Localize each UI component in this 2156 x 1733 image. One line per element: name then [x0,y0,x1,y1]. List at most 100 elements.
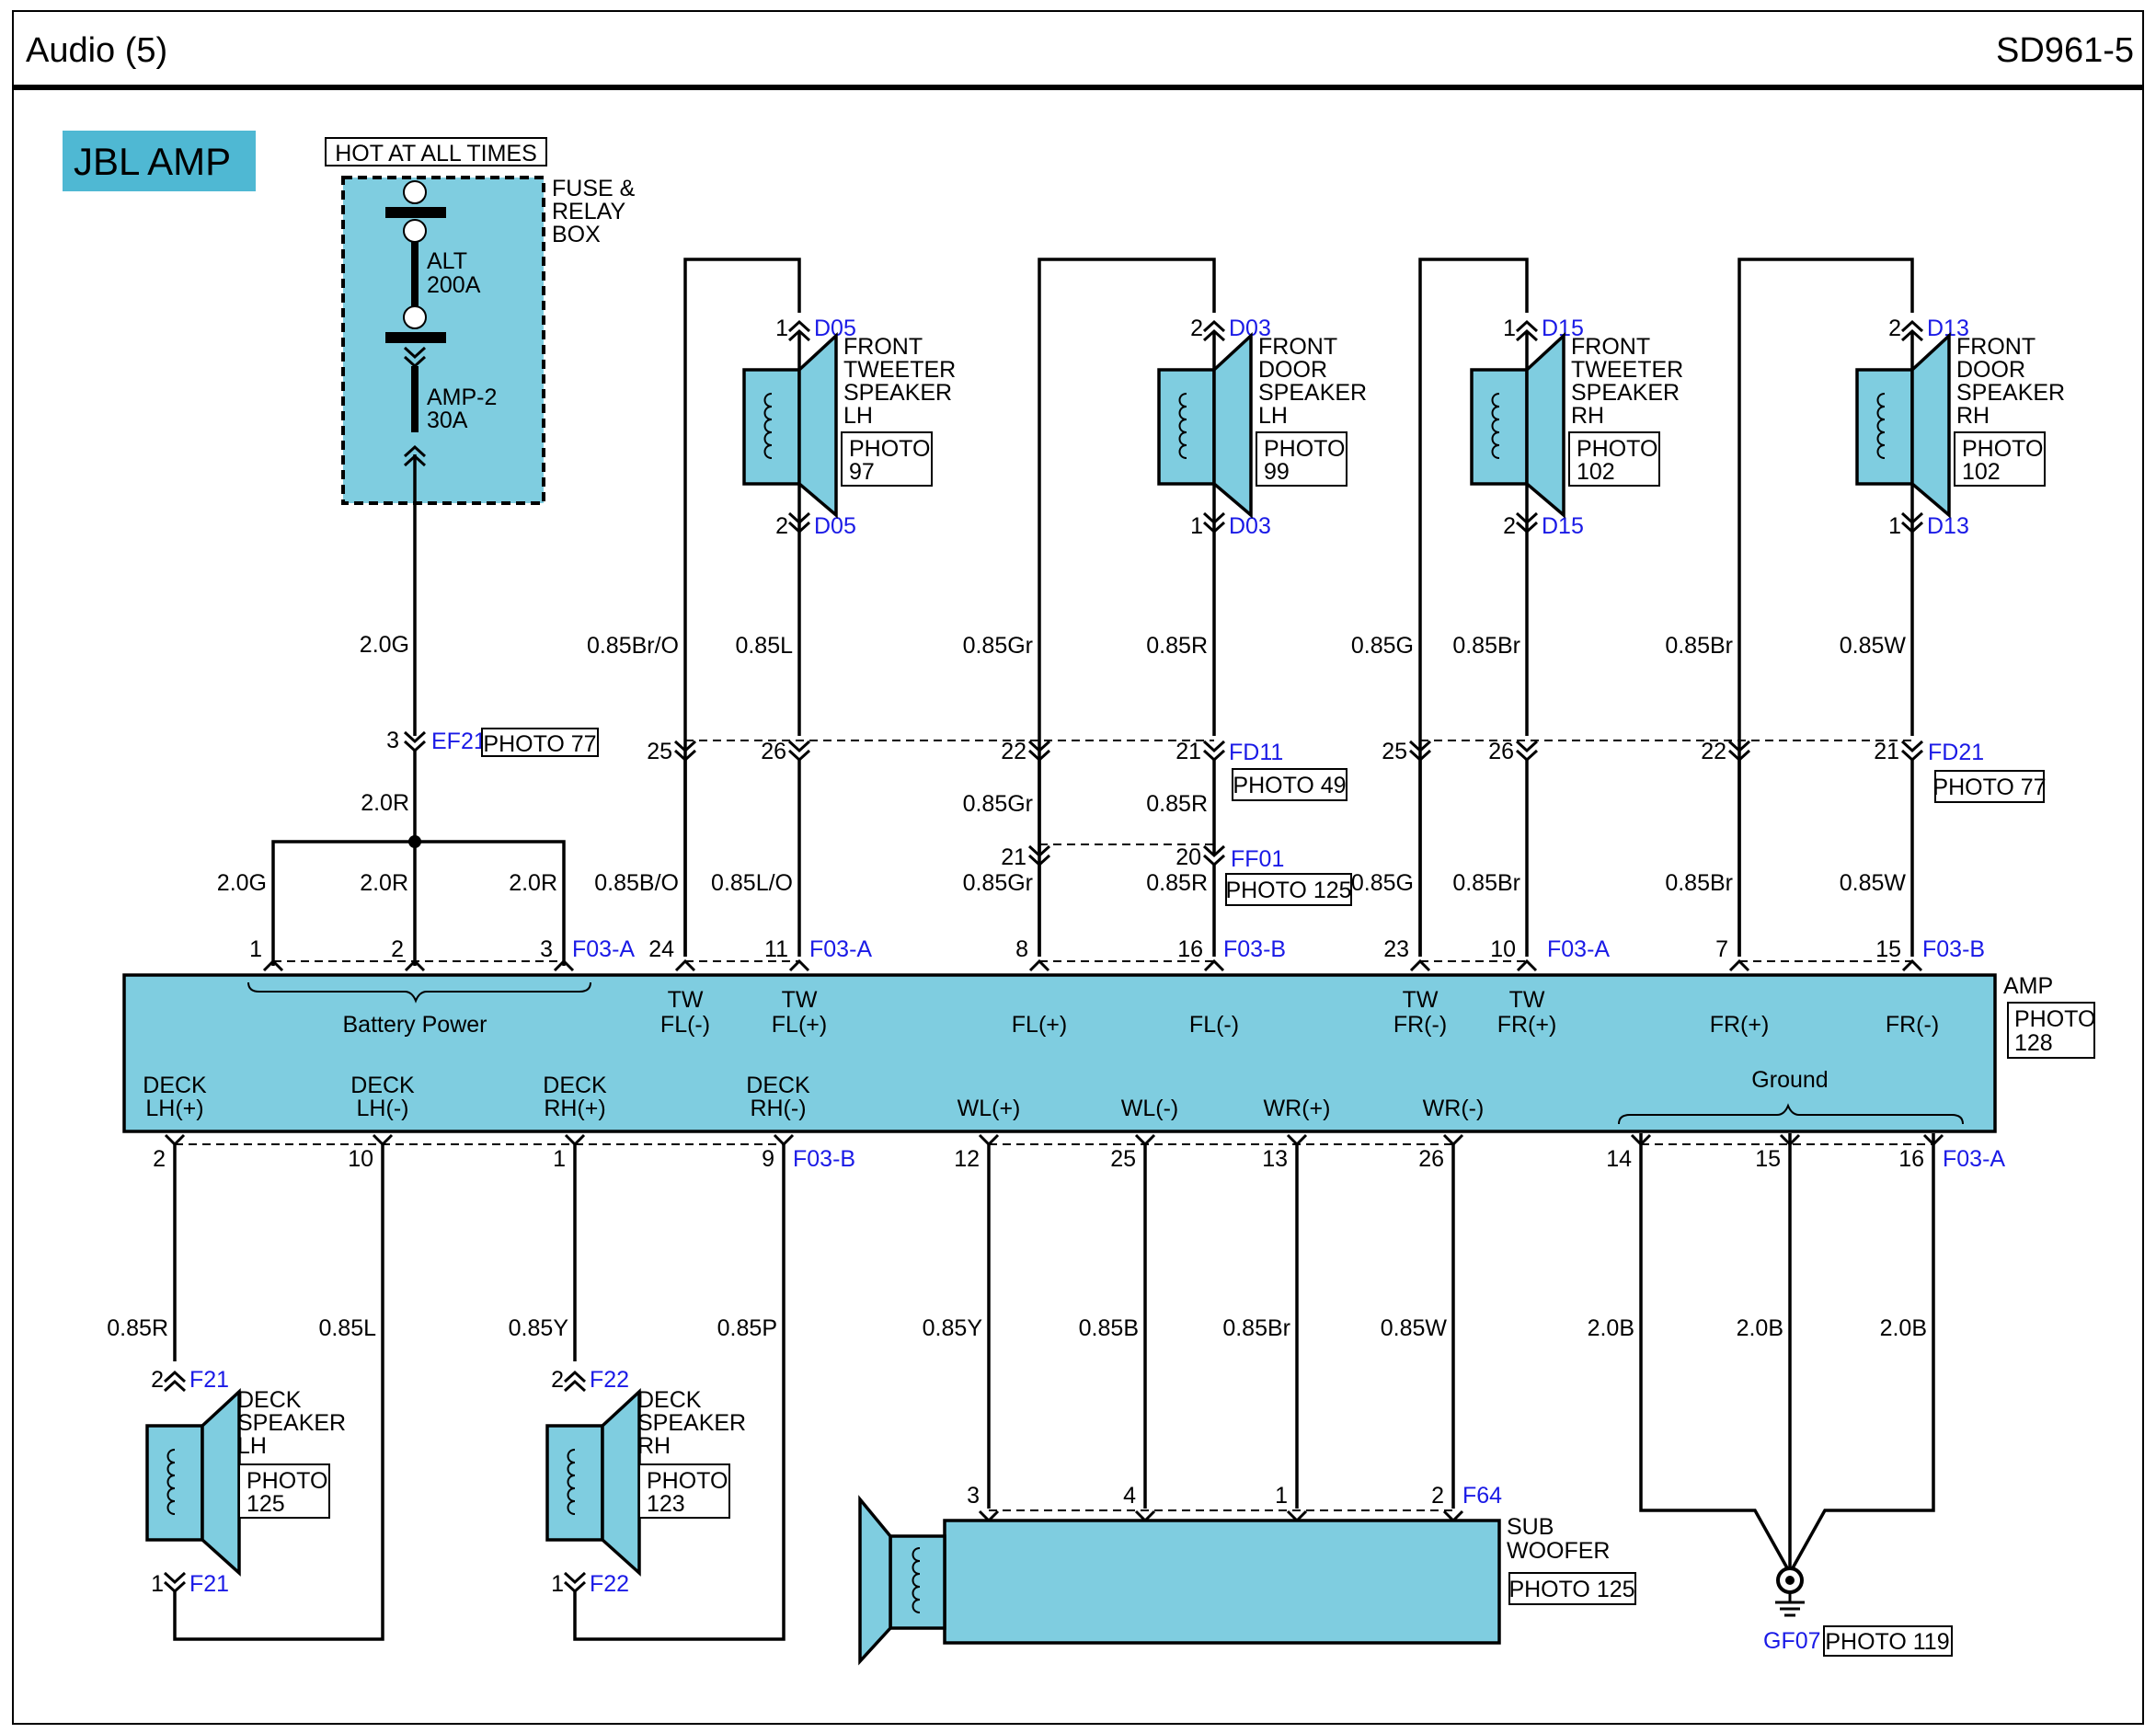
alt-fuse-terminal-top [403,180,427,204]
section-tag [63,131,256,191]
conn-f03a-bot: F03-A [1943,1146,2005,1172]
alt-label: ALT [427,248,467,274]
subwoofer-name-1: SUB [1507,1514,1554,1540]
speaker-top-1-name-2: SPEAKER [1258,380,1367,406]
amp-top-pin-11: 11 [764,936,788,962]
wire-mid-right-0: 0.85G [1351,870,1414,896]
speaker-top-2-pin-bot: 2 [1503,513,1516,539]
conn-f03b-top1: F03-B [1223,936,1286,962]
deck-1-name-2: RH [637,1433,671,1459]
speaker-top-0-name-2: SPEAKER [843,380,952,406]
wire-upper-left-0: 0.85Br/O [587,633,679,659]
amp-top-pin-2: 2 [391,936,404,962]
amp-bot-pin-2: 2 [153,1146,166,1172]
ff01-id: FF01 [1231,846,1284,872]
speaker-top-1-name-0: FRONT [1258,334,1337,360]
amp-unit [122,973,1997,1133]
alt-fuse-bar [385,207,446,218]
wire-fuse-after: 2.0R [361,790,409,816]
wire-mid-right-1: 0.85Br [1452,870,1520,896]
amp-top-pin-23: 23 [1383,936,1409,962]
fd11-pin-22: 22 [1001,739,1026,764]
amp2-fuse-terminal [403,305,427,329]
deck-0-name-2: LH [237,1433,267,1459]
amp-term-top-1-b: FL(+) [772,1012,827,1038]
ground-label: Ground [1751,1067,1828,1093]
wire-lower-4: 0.85Y [923,1315,983,1341]
ground-conn: GF07 [1763,1628,1821,1654]
amp-bot-pin-15: 15 [1755,1146,1781,1172]
amp-term-bot-0-a: DECK [143,1073,207,1098]
deck-1-photo-a: PHOTO [647,1468,728,1494]
speaker-top-2-name-2: SPEAKER [1571,380,1680,406]
ff01-pin-21: 21 [1001,844,1026,870]
subwoofer-photo: PHOTO 125 [1508,1577,1634,1602]
amp-term-bot-7-b: WR(-) [1423,1096,1485,1121]
battery-power-label: Battery Power [342,1012,487,1038]
amp-name: AMP [2003,973,2053,999]
alt-fuse-terminal [403,219,427,243]
amp-term-top-4-a: TW [1403,987,1439,1013]
amp-term-top-3-b: FL(-) [1189,1012,1239,1038]
fuse-box-label-1: FUSE & [552,176,636,201]
deck-1-name-1: SPEAKER [637,1410,746,1436]
speaker-top-2-cone [1525,331,1565,519]
speaker-top-3-name-0: FRONT [1956,334,2036,360]
deck-0-conn-bot: F21 [189,1571,229,1597]
sub-pin-4: 4 [1123,1483,1136,1509]
speaker-top-1-pin-top: 2 [1190,316,1203,341]
speaker-top-2-photo-b: 102 [1577,459,1615,485]
deck-0-conn-top: F21 [189,1367,229,1393]
subwoofer-cone [858,1495,892,1666]
hot-label-box [325,137,547,166]
deck-speaker-0-cone [201,1387,241,1577]
speaker-top-2-name-0: FRONT [1571,334,1650,360]
deck-0-name-0: DECK [237,1387,302,1413]
speaker-top-3-cone [1910,331,1951,519]
deck-0-photo-a: PHOTO [247,1468,327,1494]
wire-mid-door-1: 0.85R [1146,791,1208,817]
speaker-top-3-conn-bot: D13 [1927,513,1969,539]
amp2-label: AMP-2 [427,384,497,410]
alt-rating: 200A [427,272,481,298]
speaker-top-1-cone [1212,331,1253,519]
deck-0-photo-b: 125 [247,1491,285,1517]
speaker-top-1-name-1: DOOR [1258,357,1327,383]
wire-mid-right-3: 0.85W [1840,870,1907,896]
wire-upper-left-2: 0.85Gr [963,633,1033,659]
fd21-pin-25: 25 [1382,739,1407,764]
amp-term-bot-1-a: DECK [350,1073,415,1098]
ef21-photo: PHOTO 77 [483,731,596,757]
speaker-top-0-name-3: LH [843,403,873,429]
amp-top-pin-15: 15 [1875,936,1901,962]
ef21-pin: 3 [386,728,399,753]
speaker-top-1-body [1157,368,1216,486]
amp-term-top-0-b: FL(-) [660,1012,710,1038]
wire-upper-right-1: 0.85Br [1452,633,1520,659]
wire-lower-8: 2.0B [1588,1315,1634,1341]
deck-1-conn-top: F22 [590,1367,629,1393]
conn-f03b-top2: F03-B [1922,936,1985,962]
fuse-box-label-3: BOX [552,222,601,247]
subwoofer-body [943,1519,1501,1645]
speaker-top-1-photo-a: PHOTO [1264,436,1345,462]
amp-top-pin-24: 24 [648,936,674,962]
speaker-top-2-name-3: RH [1571,403,1604,429]
ef21-id: EF21 [431,729,487,754]
wire-mid-left-1: 0.85L/O [711,870,793,896]
wire-lower-1: 0.85L [318,1315,376,1341]
amp-photo-2: 128 [2014,1030,2053,1056]
speaker-top-0-photo-b: 97 [849,459,875,485]
amp-photo-1: PHOTO [2014,1006,2095,1032]
speaker-top-0-name-0: FRONT [843,334,923,360]
speaker-top-3-name-1: DOOR [1956,357,2025,383]
amp-bot-pin-16: 16 [1898,1146,1924,1172]
sub-pin-2: 2 [1431,1483,1444,1509]
amp-term-bot-4-b: WL(+) [958,1096,1021,1121]
sub-pin-1: 1 [1275,1483,1288,1509]
wire-batt-1: 2.0G [217,870,267,896]
fd11-pin-26: 26 [761,739,786,764]
speaker-top-1-photo-b: 99 [1264,459,1290,485]
speaker-top-0-photo-a: PHOTO [849,436,930,462]
